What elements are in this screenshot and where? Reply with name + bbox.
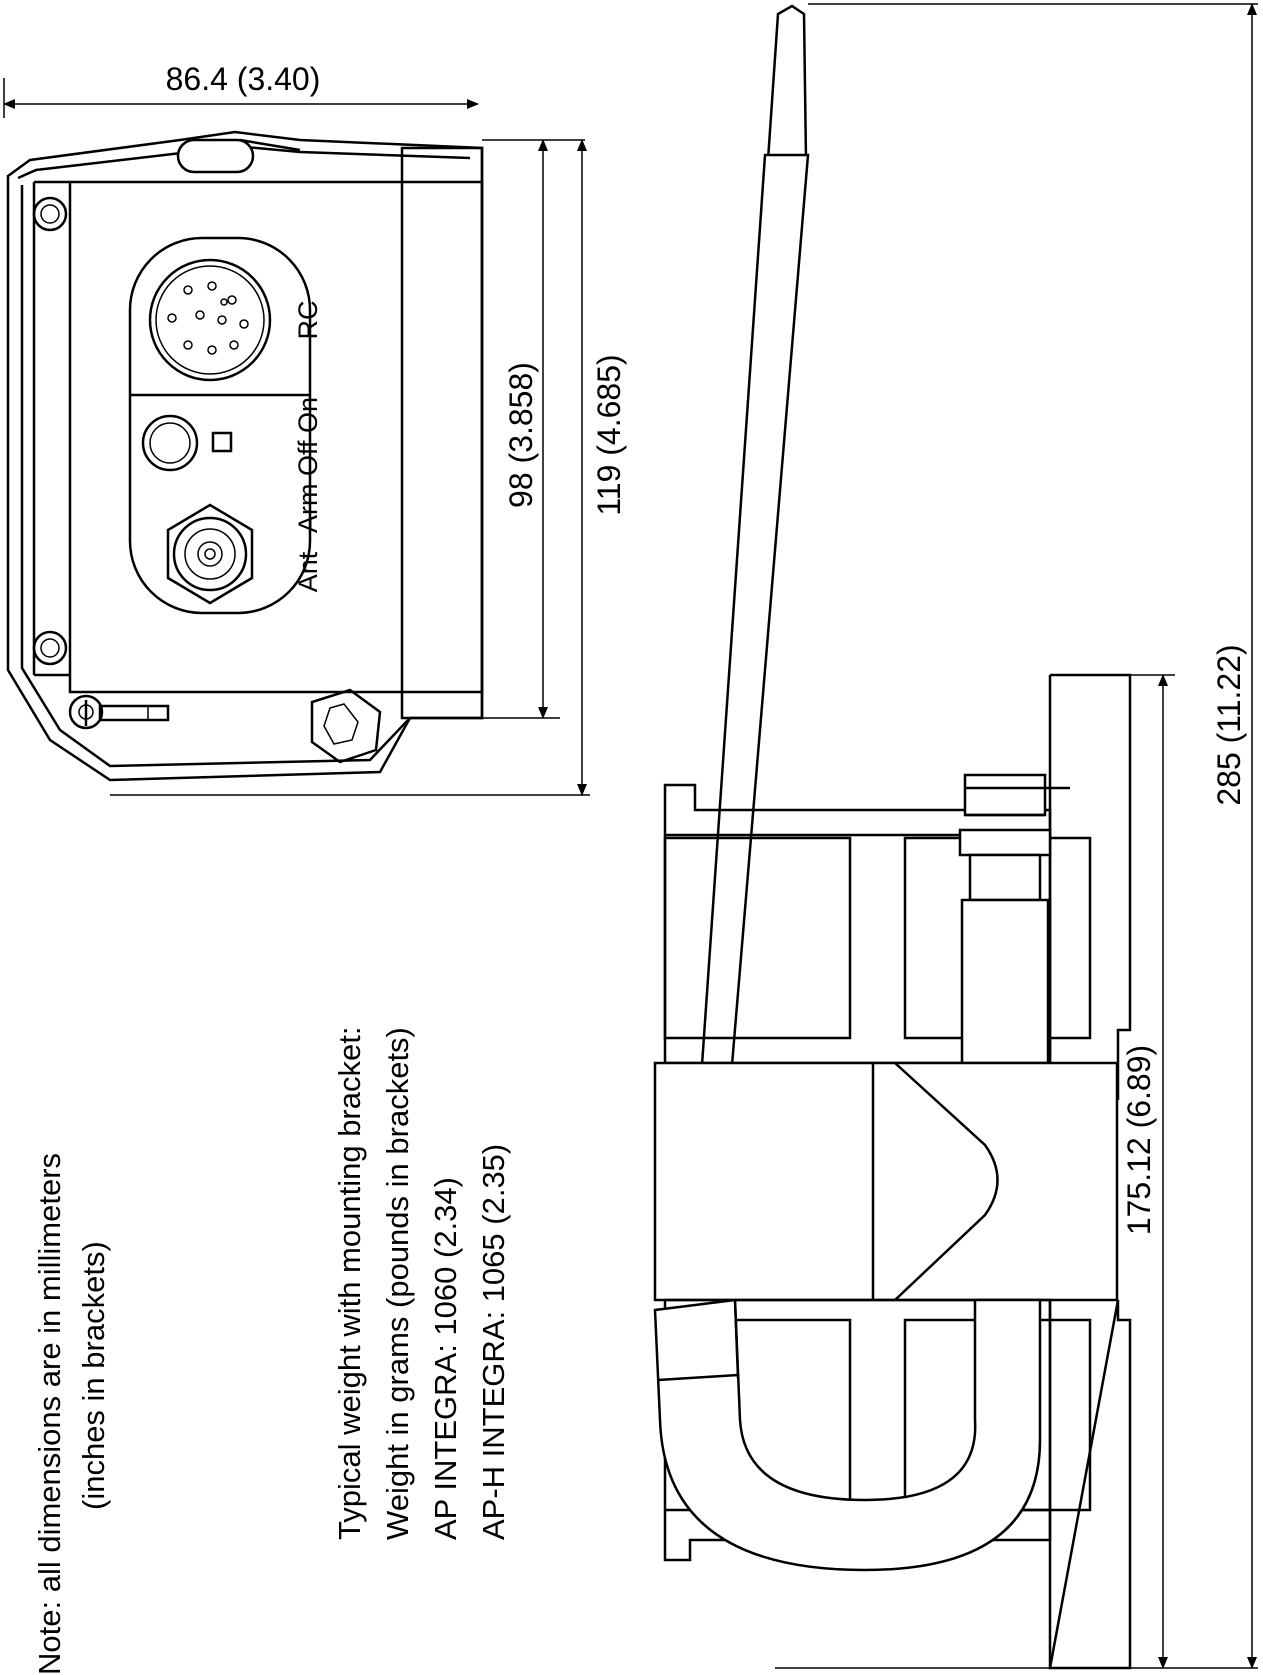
connector-cap (963, 773, 1047, 817)
antenna-tip (766, 4, 808, 162)
notes: Note: all dimensions are in millimeters … (32, 1027, 511, 1675)
clip-edge (239, 138, 301, 152)
mounting-plate (1048, 673, 1132, 1670)
weight-line-2: Weight in grams (pounds in brackets) (380, 1027, 415, 1540)
dimension-285-label: 285 (11.22) (1211, 644, 1247, 805)
dimension-98-label: 98 (3.858) (503, 362, 539, 508)
mounting-bracket-outline (6, 130, 484, 782)
bracket-clip (176, 138, 255, 174)
hex-nut-icon (310, 688, 382, 764)
front-view: 86.4 (3.40) (3, 61, 627, 796)
cable-sleeve-edge (733, 1299, 740, 1379)
dimension-175-label: 175.12 (6.89) (1121, 1045, 1157, 1235)
clamp-latch (894, 1062, 999, 1301)
housing-recess (663, 836, 852, 1040)
note-line-1: Note: all dimensions are in millimeters (32, 1153, 67, 1675)
bracket-latch-icon (68, 694, 170, 730)
screw-head-icon (40, 638, 60, 658)
connector-sleeve (960, 898, 1050, 1065)
note-line-2: (inches in brackets) (76, 1241, 111, 1510)
control-panel (128, 236, 312, 615)
connector-body (968, 853, 1042, 902)
bracket-inner-edge (20, 185, 409, 768)
weight-line-1: Typical weight with mounting bracket: (332, 1027, 367, 1540)
clamp-band (653, 1061, 1119, 1302)
rc-label: RC (293, 301, 323, 340)
arm-off-on-label: Arm Off On (293, 397, 323, 533)
ant-label: Ant (293, 551, 323, 592)
connector-nut (958, 828, 1052, 857)
weight-line-3: AP INTEGRA: 1060 (2.34) (428, 1177, 463, 1540)
arm-switch-inner (149, 422, 191, 464)
status-led-icon (211, 431, 233, 453)
cable-loop (653, 1298, 1042, 1572)
side-view: 285 (11.22) 175.12 (6.89) (653, 3, 1258, 1670)
screw-head-icon (40, 204, 60, 224)
antenna-rod (700, 153, 810, 1067)
housing-side (400, 146, 484, 720)
dimension-width-label: 86.4 (3.40) (166, 61, 321, 97)
antenna-connector-icon (166, 503, 254, 605)
cable-sleeve-edge (657, 1373, 739, 1382)
weight-line-4: AP-H INTEGRA: 1065 (2.35) (476, 1144, 511, 1540)
rc-connector-icon (148, 258, 272, 382)
screw-icon (32, 630, 68, 666)
arm-switch-icon (141, 414, 199, 472)
screw-icon (32, 196, 68, 232)
housing-body (68, 180, 484, 694)
lower-housing (663, 1298, 1052, 1562)
dimension-119-label: 119 (4.685) (591, 354, 627, 515)
